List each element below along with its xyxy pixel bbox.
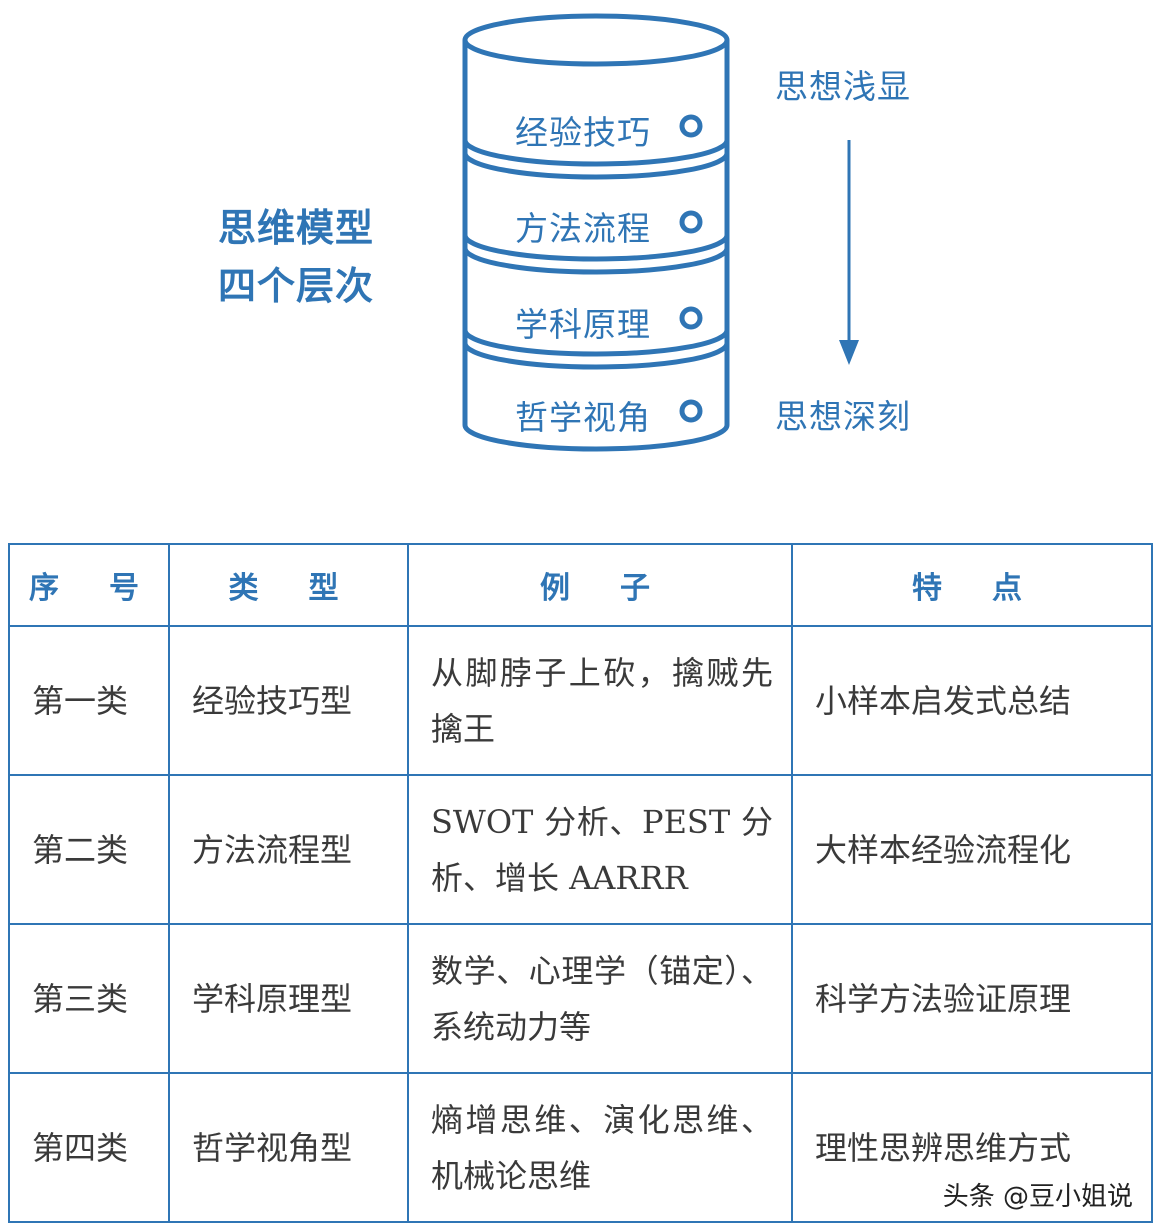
cell-type: 方法流程型 bbox=[168, 774, 409, 925]
thinking-model-diagram: 思维模型 四个层次 经验技巧 方法流程 学科原理 哲学视角 思想浅显 思想深刻 bbox=[0, 0, 1161, 520]
header-example: 例 子 bbox=[407, 543, 793, 627]
cell-feature: 小样本启发式总结 bbox=[791, 625, 1153, 776]
level-ring-icon bbox=[679, 210, 703, 234]
cell-type: 哲学视角型 bbox=[168, 1072, 409, 1223]
level-label-4: 哲学视角 bbox=[515, 398, 651, 437]
cell-feature: 科学方法验证原理 bbox=[791, 923, 1153, 1074]
cell-index: 第一类 bbox=[8, 625, 170, 776]
level-label-3: 学科原理 bbox=[515, 305, 651, 344]
header-feature: 特 点 bbox=[791, 543, 1153, 627]
diagram-title-line-2: 四个层次 bbox=[218, 264, 375, 308]
cell-example: 数学、心理学（锚定）、系统动力等 bbox=[407, 923, 793, 1074]
cell-example: 熵增思维、演化思维、机械论思维 bbox=[407, 1072, 793, 1223]
level-ring-icon bbox=[679, 114, 703, 138]
cell-type: 经验技巧型 bbox=[168, 625, 409, 776]
cell-type: 学科原理型 bbox=[168, 923, 409, 1074]
header-type: 类 型 bbox=[168, 543, 409, 627]
layer-divider bbox=[462, 139, 730, 167]
table-row: 第二类 方法流程型 SWOT 分析、PEST 分析、增长 AARRR 大样本经验… bbox=[8, 774, 1153, 925]
layer-divider bbox=[462, 329, 730, 357]
cell-index: 第三类 bbox=[8, 923, 170, 1074]
cell-index: 第二类 bbox=[8, 774, 170, 925]
cylinder-stack-graphic bbox=[462, 13, 859, 452]
cylinder-top bbox=[462, 13, 730, 67]
level-label-2: 方法流程 bbox=[515, 209, 651, 248]
model-table: 序 号 类 型 例 子 特 点 第一类 经验技巧型 从脚脖子上砍，擒贼先擒王 小… bbox=[8, 543, 1153, 1223]
level-label-1: 经验技巧 bbox=[515, 113, 651, 152]
top-label: 思想浅显 bbox=[775, 67, 911, 106]
watermark: 头条 @豆小姐说 bbox=[938, 1174, 1137, 1215]
table-header-row: 序 号 类 型 例 子 特 点 bbox=[8, 543, 1153, 627]
cell-example: SWOT 分析、PEST 分析、增长 AARRR bbox=[407, 774, 793, 925]
header-index: 序 号 bbox=[8, 543, 170, 627]
level-ring-icon bbox=[679, 399, 703, 423]
cylinder-bottom bbox=[462, 424, 730, 452]
layer-divider bbox=[462, 234, 730, 262]
cell-example: 从脚脖子上砍，擒贼先擒王 bbox=[407, 625, 793, 776]
arrow-head-icon bbox=[839, 340, 859, 365]
table-row: 第三类 学科原理型 数学、心理学（锚定）、系统动力等 科学方法验证原理 bbox=[8, 923, 1153, 1074]
diagram-title-line-1: 思维模型 bbox=[218, 206, 375, 250]
cell-feature: 大样本经验流程化 bbox=[791, 774, 1153, 925]
level-ring-icon bbox=[679, 306, 703, 330]
table-row: 第一类 经验技巧型 从脚脖子上砍，擒贼先擒王 小样本启发式总结 bbox=[8, 625, 1153, 776]
table-row: 第四类 哲学视角型 熵增思维、演化思维、机械论思维 理性思辨思维方式 bbox=[8, 1072, 1153, 1223]
cell-index: 第四类 bbox=[8, 1072, 170, 1223]
bottom-label: 思想深刻 bbox=[775, 397, 911, 436]
